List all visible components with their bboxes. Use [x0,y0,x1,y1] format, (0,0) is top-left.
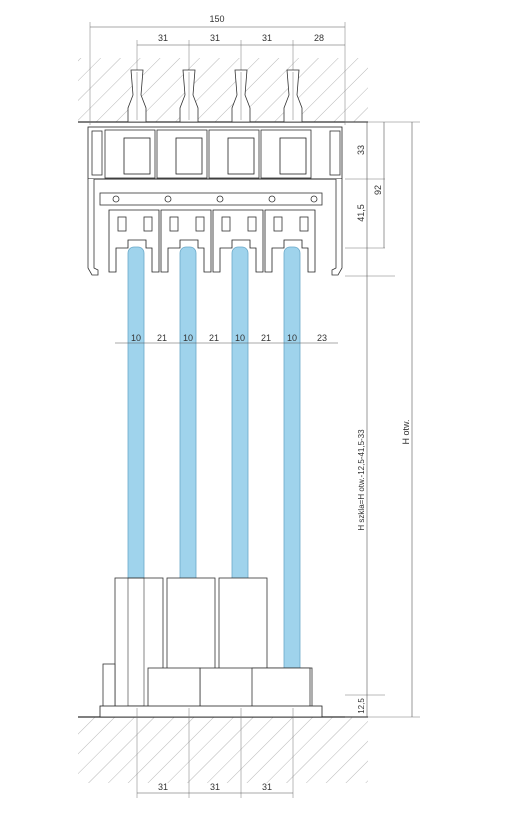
clamp-2 [160,209,212,273]
top-total-label: 92 [373,185,383,195]
dimension-overall-width-label: 150 [209,14,224,24]
dimension-overall-width: 150 [89,14,346,125]
hanger-height-label: 41,5 [356,204,366,222]
clamp-1 [108,209,160,273]
floor [78,716,368,783]
opening-height-label: H otw. [401,419,411,444]
hanger-plate-bar [99,192,323,206]
glass-panel-4 [283,246,301,696]
bottom-spacing-1: 31 [158,782,168,792]
top-spacing-2: 31 [210,33,220,43]
bottom-spacing-2: 31 [210,782,220,792]
mounting-bolts [127,69,303,123]
mid-spacing-7: 10 [287,333,297,343]
dimension-bottom-spacings: 31 31 31 [136,708,294,798]
rail-height-label: 33 [356,145,366,155]
bolt-4 [283,69,303,123]
dimension-top-spacings: 31 31 31 28 [136,33,345,70]
glass-height-formula-label: H szkla=H otw.-12,5-41,5-33 [357,429,366,531]
top-spacing-1: 31 [158,33,168,43]
bottom-spacing-3: 31 [262,782,272,792]
mid-spacing-4: 21 [209,333,219,343]
mid-spacing-6: 21 [261,333,271,343]
bottom-height-label: 12,5 [357,698,366,714]
bolt-2 [179,69,199,123]
bolt-3 [231,69,251,123]
clamp-4 [264,209,316,273]
mid-spacing-2: 21 [157,333,167,343]
mid-spacing-5: 10 [235,333,245,343]
clamp-3 [212,209,264,273]
ceiling [78,58,368,123]
mid-spacing-3: 10 [183,333,193,343]
dimension-middle-spacings: 10 21 10 21 10 21 10 23 [115,333,338,344]
top-spacing-4: 28 [314,33,324,43]
dimension-right-vertical: 33 41,5 92 H szkla=H otw.-12,5-41,5-33 H… [345,121,420,718]
mid-spacing-8: 23 [317,333,327,343]
top-rail [87,126,343,180]
glass-clamps [87,179,343,276]
mid-spacing-1: 10 [131,333,141,343]
bottom-guides [99,577,323,718]
bolt-1 [127,69,147,123]
top-spacing-3: 31 [262,33,272,43]
